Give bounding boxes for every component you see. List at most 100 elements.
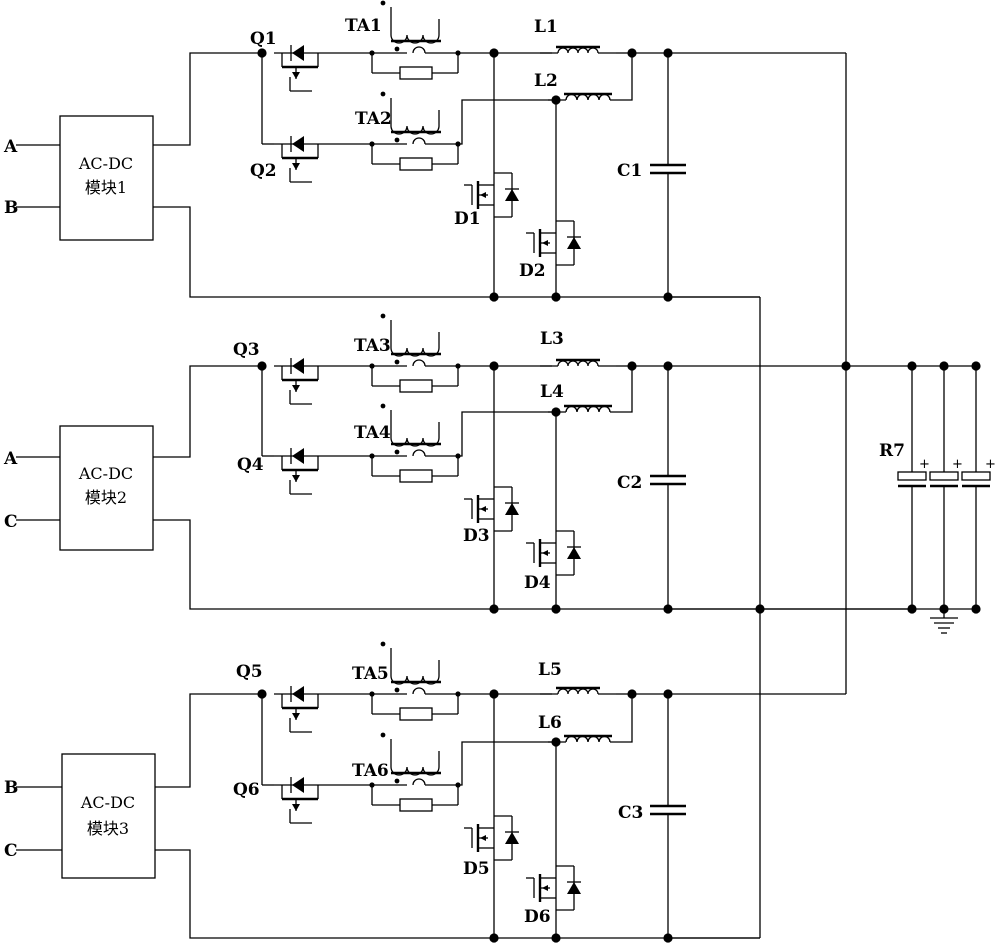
- arrow: [542, 885, 548, 891]
- module-1-label-line2: 模块1: [85, 178, 127, 197]
- inductor-l5-label: L5: [538, 660, 562, 680]
- transformer-ta2-label: TA2: [355, 109, 392, 129]
- polarity-dot: [381, 404, 386, 409]
- inductor-coil: [558, 689, 598, 694]
- junction-dot: [489, 604, 498, 613]
- wire: [153, 53, 262, 145]
- arrow: [292, 163, 300, 170]
- junction-dot: [551, 95, 560, 104]
- module-1-input-top: A: [3, 137, 18, 157]
- junction-dot: [257, 689, 266, 698]
- arrow: [292, 804, 300, 811]
- junction-dot: [971, 604, 980, 613]
- junction-dot: [663, 689, 672, 698]
- module-1-input-bottom: B: [4, 198, 18, 218]
- capacitor-c2-label: C2: [617, 473, 642, 493]
- junction-dot: [627, 361, 636, 370]
- diode-d2-label: D2: [519, 261, 546, 281]
- polarity-dot: [381, 642, 386, 647]
- module-2-label-line2: 模块2: [85, 488, 127, 507]
- arrow: [292, 713, 300, 720]
- diode-triangle: [505, 503, 519, 515]
- transformer-ta6-label: TA6: [352, 761, 389, 781]
- wires: [16, 53, 976, 938]
- inductor-l2-label: L2: [534, 71, 558, 91]
- junction-dot: [663, 48, 672, 57]
- inductor-l4-label: L4: [540, 382, 564, 402]
- junction-dot: [971, 361, 980, 370]
- junction-dot: [369, 691, 374, 696]
- wire: [458, 742, 556, 785]
- mosfet-diode-symbol: [526, 221, 581, 265]
- capacitor-c3-label: C3: [618, 803, 643, 823]
- module-3-label-line2: 模块3: [87, 819, 129, 838]
- inductor-coil: [566, 407, 610, 412]
- transformer-ta5-label: TA5: [352, 664, 389, 684]
- output-capacitor: [930, 472, 958, 480]
- polarity-dot: [395, 360, 400, 365]
- junction-dot: [755, 604, 764, 613]
- arrow: [292, 475, 300, 482]
- arrow: [480, 192, 486, 198]
- diode-d1-label: D1: [454, 209, 481, 229]
- junction-dot: [257, 48, 266, 57]
- load-r7: [898, 472, 926, 480]
- transformer-primary: [413, 450, 425, 456]
- module-1-label-line1: AC-DC: [78, 154, 133, 173]
- inductor-l1-label: L1: [534, 17, 558, 37]
- switch-q1-label: Q1: [250, 29, 277, 49]
- arrow: [542, 240, 548, 246]
- output-cap-2-plus: +: [952, 457, 963, 472]
- mosfet-diode-symbol: [526, 866, 581, 910]
- module-3-input-top: B: [4, 778, 18, 798]
- junction-dot: [455, 141, 460, 146]
- polarity-dot: [381, 314, 386, 319]
- junction-dot: [489, 361, 498, 370]
- diode-triangle: [505, 189, 519, 201]
- switch-q2-label: Q2: [250, 161, 277, 181]
- junction-dot: [551, 292, 560, 301]
- diode-triangle: [567, 237, 581, 249]
- polarity-dot: [395, 47, 400, 52]
- capacitor-symbol: [650, 694, 686, 938]
- wire: [153, 366, 262, 457]
- mosfet-switch-symbol: [274, 448, 322, 494]
- transformer-primary: [413, 779, 425, 785]
- output-cap-1-plus: +: [919, 457, 930, 472]
- resistor-body: [400, 470, 432, 482]
- junction-dot: [551, 933, 560, 942]
- junction-dot: [369, 363, 374, 368]
- resistor-symbol: [400, 158, 432, 170]
- switch-q6-label: Q6: [233, 780, 260, 800]
- resistor-symbol: [400, 67, 432, 79]
- transformer-ta4-label: TA4: [354, 423, 391, 443]
- switch-q3-label: Q3: [233, 340, 260, 360]
- switch-q4-label: Q4: [237, 455, 264, 475]
- junction-dot: [663, 933, 672, 942]
- labels: AC-DC 模块1 AC-DC 模块2 AC-DC 模块3 A B A C B …: [3, 16, 996, 927]
- mosfet-switch-symbol: [274, 777, 322, 823]
- inductor-l3-label: L3: [540, 329, 564, 349]
- wire: [155, 850, 760, 938]
- module-2-input-bottom: C: [4, 512, 18, 532]
- module-3-input-bottom: C: [4, 841, 18, 861]
- junction-dot: [257, 361, 266, 370]
- junction-dot: [489, 292, 498, 301]
- transformer-ta3-label: TA3: [354, 336, 391, 356]
- junction-dot: [455, 50, 460, 55]
- resistor-body: [400, 67, 432, 79]
- arrow: [480, 506, 486, 512]
- current-transformer-symbol: [381, 1, 441, 53]
- junction-dot: [551, 604, 560, 613]
- junction-dot: [455, 691, 460, 696]
- junction-dot: [663, 292, 672, 301]
- mosfet-switch-symbol: [274, 45, 322, 91]
- inductor-l6-label: L6: [538, 713, 562, 733]
- inductor-symbol: [540, 47, 616, 53]
- current-transformer-symbol: [381, 642, 441, 694]
- junction-dot: [455, 363, 460, 368]
- resistor-symbol: [400, 470, 432, 482]
- transformer-ta1-label: TA1: [345, 16, 382, 36]
- transformer-primary: [413, 688, 425, 694]
- inductor-coil: [566, 95, 610, 101]
